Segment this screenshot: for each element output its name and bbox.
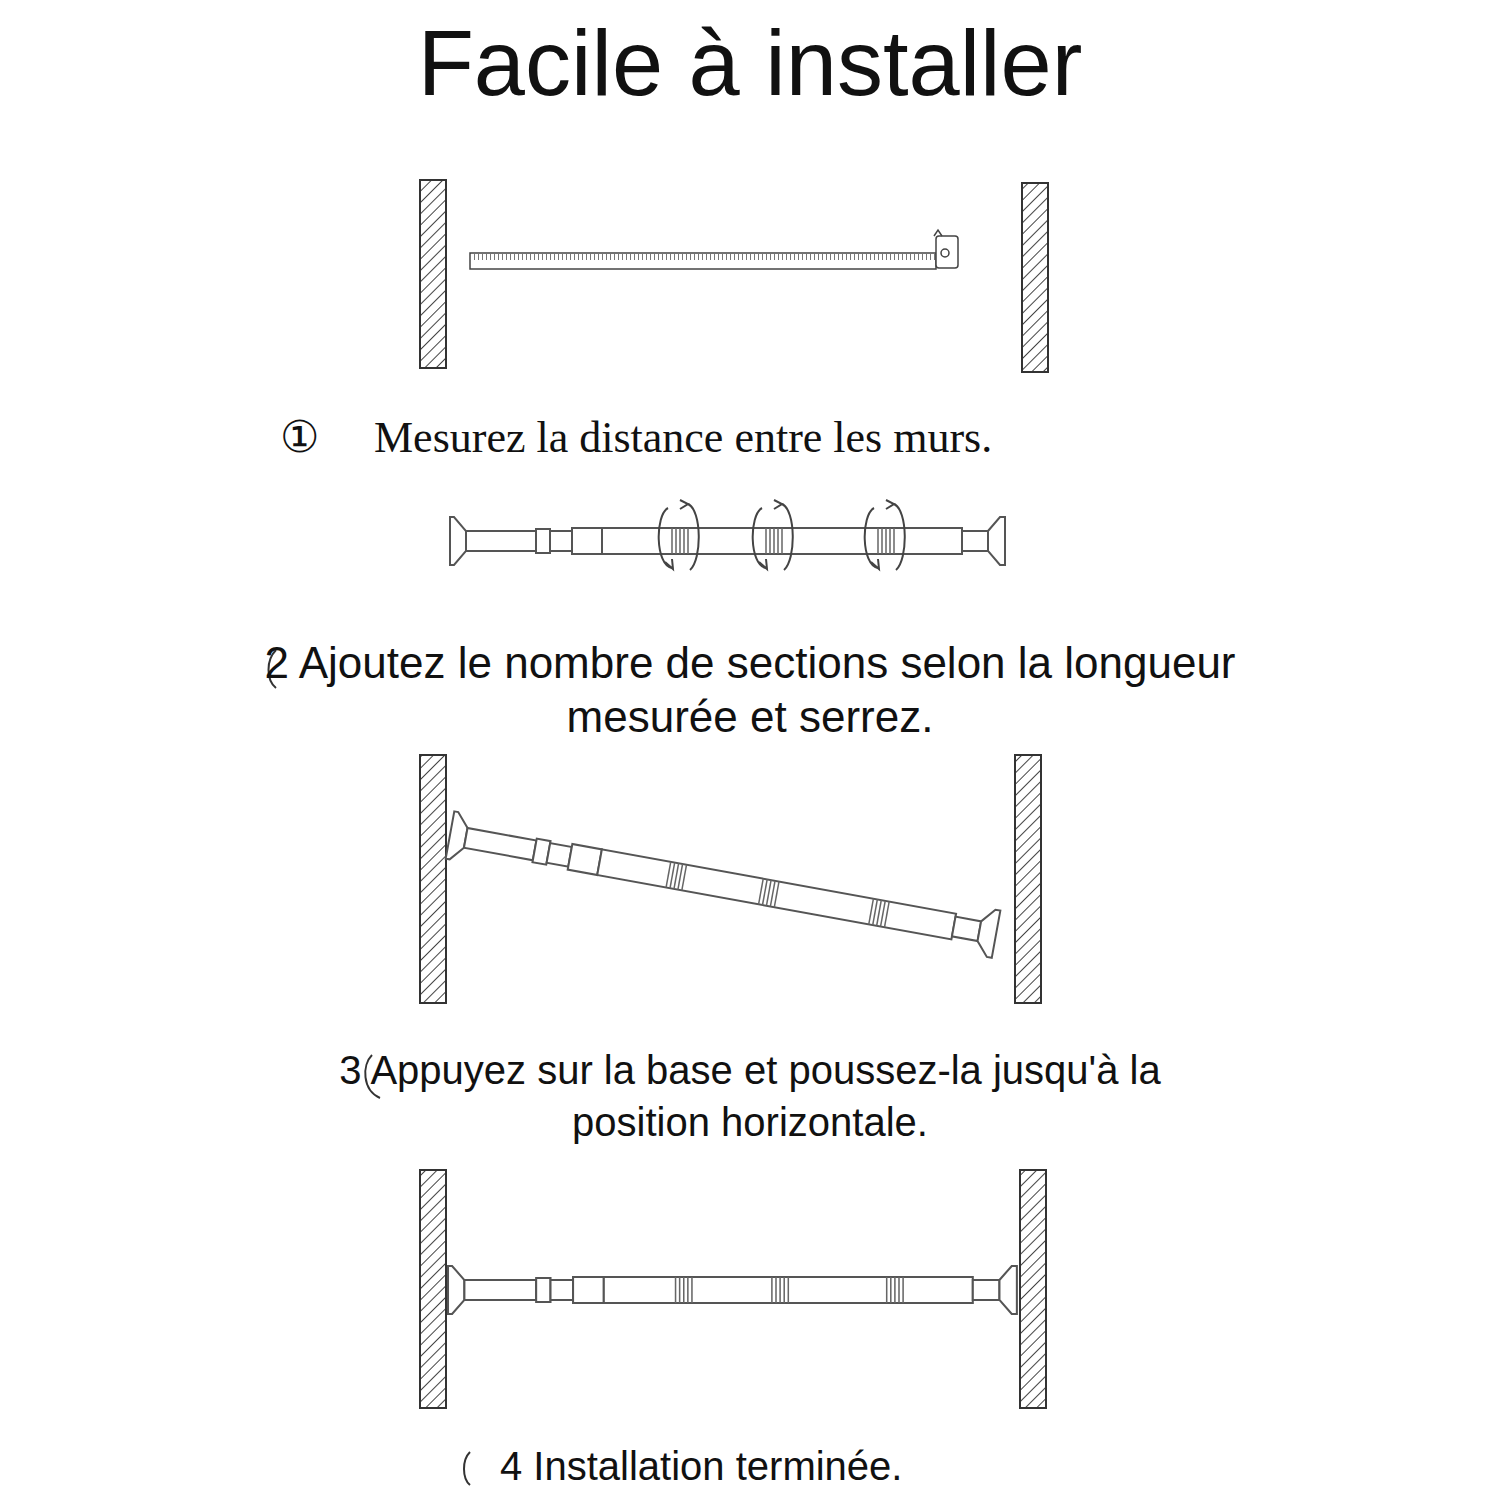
wall [420, 755, 1041, 1003]
step-text: 2 Ajoutez le nombre de sections selon la… [240, 636, 1260, 743]
circle-mark [464, 1452, 470, 1485]
wall [420, 180, 1048, 372]
step-text: 4 Installation terminée. [500, 1442, 1060, 1490]
title: Facile à installer [150, 8, 1350, 118]
step-text: 3 Appuyez sur la base et poussez-la jusq… [300, 1044, 1200, 1148]
step-text: Mesurez la distance entre les murs. [374, 412, 1274, 465]
tension-rod [448, 1266, 1017, 1314]
twist-arrow [659, 500, 905, 570]
tension-rod [450, 517, 1005, 565]
step-number: ① [280, 412, 319, 465]
tape-measure [470, 230, 958, 269]
wall [420, 1170, 1046, 1408]
tension-rod [446, 811, 1001, 957]
